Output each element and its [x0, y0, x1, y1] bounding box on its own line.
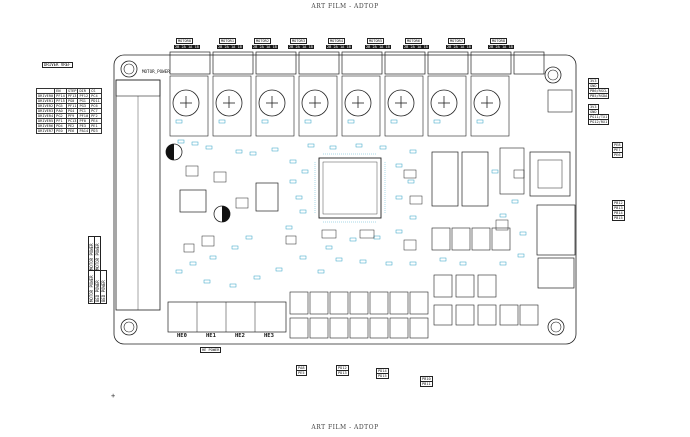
- pin-pd13: PD13: [336, 370, 349, 376]
- motor8-pins: 2B 2A 1A 1B: [488, 45, 514, 49]
- pin-pd15: PD15: [376, 373, 389, 379]
- ethernet-area: [536, 204, 576, 256]
- heater-he0: HE0: [177, 333, 187, 339]
- motor2-pins: 2B 2A 1A 1B: [252, 45, 278, 49]
- heater-he1: HE1: [206, 333, 216, 339]
- bottom-title: ART FILM - ADTOP: [311, 424, 379, 431]
- motor5-pins: 2B 2A 1A 1B: [365, 45, 391, 49]
- heater-terminal: [167, 301, 287, 333]
- motor2-name: MOTOR2: [254, 38, 271, 44]
- power-label-5: BED POWER: [100, 270, 107, 304]
- usb-connector: [529, 151, 571, 197]
- motor6-name: MOTOR6: [405, 38, 422, 44]
- mount-hole-br: [547, 318, 565, 336]
- mosfet-row-1: [431, 227, 511, 251]
- motor3-pins: 2B 2A 1A 1B: [288, 45, 314, 49]
- driver-modules: [169, 75, 510, 137]
- heater-he3: HE3: [264, 333, 274, 339]
- top-title: ART FILM - ADTOP: [311, 3, 379, 10]
- heater-he2: HE2: [235, 333, 245, 339]
- pin-pb11: PB11: [420, 381, 433, 387]
- mount-hole-tl: [120, 60, 138, 78]
- exp1-header: [431, 151, 459, 207]
- motor4-name: MOTOR4: [328, 38, 345, 44]
- motor7-name: MOTOR7: [448, 38, 465, 44]
- motor-connectors-row: [169, 51, 545, 75]
- mount-hole-bl: [120, 318, 138, 336]
- motor1-name: MOTOR1: [219, 38, 236, 44]
- pin-pe6: PE6: [612, 152, 623, 158]
- pin-pe5: PE5: [296, 370, 307, 376]
- exp2-header: [461, 151, 489, 207]
- passive-components: [175, 119, 527, 288]
- motor7-pins: 2B 2A 1A 1B: [446, 45, 472, 49]
- pcb-outline: [113, 54, 577, 345]
- io-blocks: [289, 304, 539, 339]
- mosfet-row-2: [289, 274, 497, 315]
- mcu-pins: [314, 153, 386, 223]
- motor-power-label: MOTOR_POWER: [142, 69, 170, 74]
- motor5-name: MOTOR5: [367, 38, 384, 44]
- mount-hole-tr: [544, 66, 562, 84]
- pin-rx1: PG12/RX1: [588, 119, 610, 125]
- motor4-pins: 2B 2A 1A 1B: [326, 45, 352, 49]
- small-ics: [183, 165, 525, 253]
- motor0-name: MOTOR0: [176, 38, 193, 44]
- motor3-name: MOTOR3: [290, 38, 307, 44]
- power-label-3: MOTOR POWER: [94, 236, 101, 272]
- capacitor-marks: [180, 96, 493, 108]
- motor8-name: MOTOR8: [490, 38, 507, 44]
- pin-pb15: PB15: [612, 215, 625, 221]
- motor1-pins: 2B 2A 1A 1B: [217, 45, 243, 49]
- heater-divisions: [196, 302, 256, 332]
- motor0-pins: 2B 2A 1A 1B: [174, 45, 200, 49]
- regulator: [255, 182, 279, 212]
- driver-capacitors: [172, 89, 501, 117]
- origin-cross-icon: +: [111, 392, 116, 400]
- driver-vref-label: DRIVER VREF: [42, 62, 73, 68]
- pin-rsda: PB5/RSDA: [588, 93, 610, 99]
- mcu-chip: [318, 157, 382, 219]
- motor6-pins: 2B 2A 1A 1B: [403, 45, 429, 49]
- heater-power-label: HE POWER: [200, 347, 222, 353]
